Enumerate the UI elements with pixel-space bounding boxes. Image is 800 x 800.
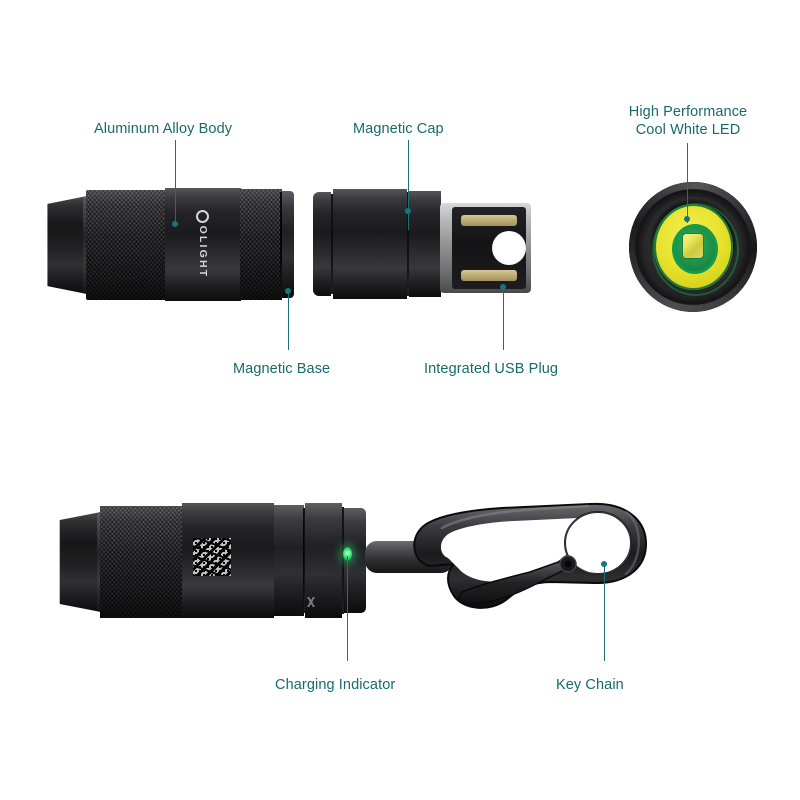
leader-charging-indicator <box>347 556 349 661</box>
cap-groove-1 <box>331 194 333 294</box>
leader-integrated-usb-plug <box>503 288 505 350</box>
cap-main-body <box>333 189 407 299</box>
leader-dot-magnetic-cap <box>405 208 411 214</box>
leader-dot-led <box>684 216 690 222</box>
label-charging-indicator: Charging Indicator <box>275 677 396 693</box>
magnetic-base-tail <box>47 196 87 294</box>
leader-dot-magnetic-base <box>285 288 291 294</box>
led-die-square <box>683 234 703 258</box>
head-bezel-ring <box>281 191 294 298</box>
keychain-snap-hook <box>413 502 648 609</box>
label-key-chain: Key Chain <box>556 677 624 693</box>
led-substrate-rim <box>652 203 739 296</box>
cap-groove-2 <box>407 192 409 296</box>
olight-o-mark-icon <box>196 209 210 223</box>
leader-magnetic-cap <box>408 140 410 230</box>
leader-dot-integrated-usb-plug <box>500 284 506 290</box>
usb-contact-pad-bottom <box>461 270 517 281</box>
olight-brand-logo: OLIGHT <box>195 207 211 281</box>
bezel-groove <box>280 192 282 297</box>
leader-led <box>687 143 689 223</box>
assembled-collar-1 <box>274 505 304 616</box>
assembled-knurled-grip <box>100 506 183 618</box>
assembled-cap-ring <box>344 508 366 613</box>
assembled-groove-1 <box>303 508 305 613</box>
charging-indicator-led <box>343 547 352 561</box>
label-magnetic-base: Magnetic Base <box>233 361 331 377</box>
body-tube-branded <box>165 188 241 301</box>
leader-magnetic-base <box>288 292 290 350</box>
knurled-grip-section-rear <box>240 189 282 300</box>
leader-aluminum-alloy-body <box>175 140 177 225</box>
label-aluminum-alloy-body: Aluminum Alloy Body <box>94 121 233 137</box>
olight-wordmark: OLIGHT <box>197 225 209 279</box>
cap-collar <box>409 191 441 297</box>
label-magnetic-cap: Magnetic Cap <box>353 121 444 137</box>
assembled-groove-2 <box>342 507 344 614</box>
leader-dot-key-chain <box>601 561 607 567</box>
usb-plug-hole <box>492 231 526 265</box>
leader-key-chain <box>604 565 606 661</box>
usb-contact-pad-top <box>461 215 517 226</box>
leader-dot-aluminum-alloy-body <box>172 221 178 227</box>
data-matrix-code <box>193 538 231 576</box>
cap-end-ring <box>313 192 331 296</box>
label-high-performance-led-line1: High Performance <box>628 104 748 120</box>
knurled-grip-section-front <box>86 190 166 300</box>
body-arrow-mark <box>300 597 322 607</box>
label-integrated-usb-plug: Integrated USB Plug <box>424 361 559 377</box>
assembled-magnetic-base <box>59 512 101 612</box>
label-high-performance-led-line2: Cool White LED <box>635 122 741 138</box>
led-emitter-ring <box>672 224 718 274</box>
